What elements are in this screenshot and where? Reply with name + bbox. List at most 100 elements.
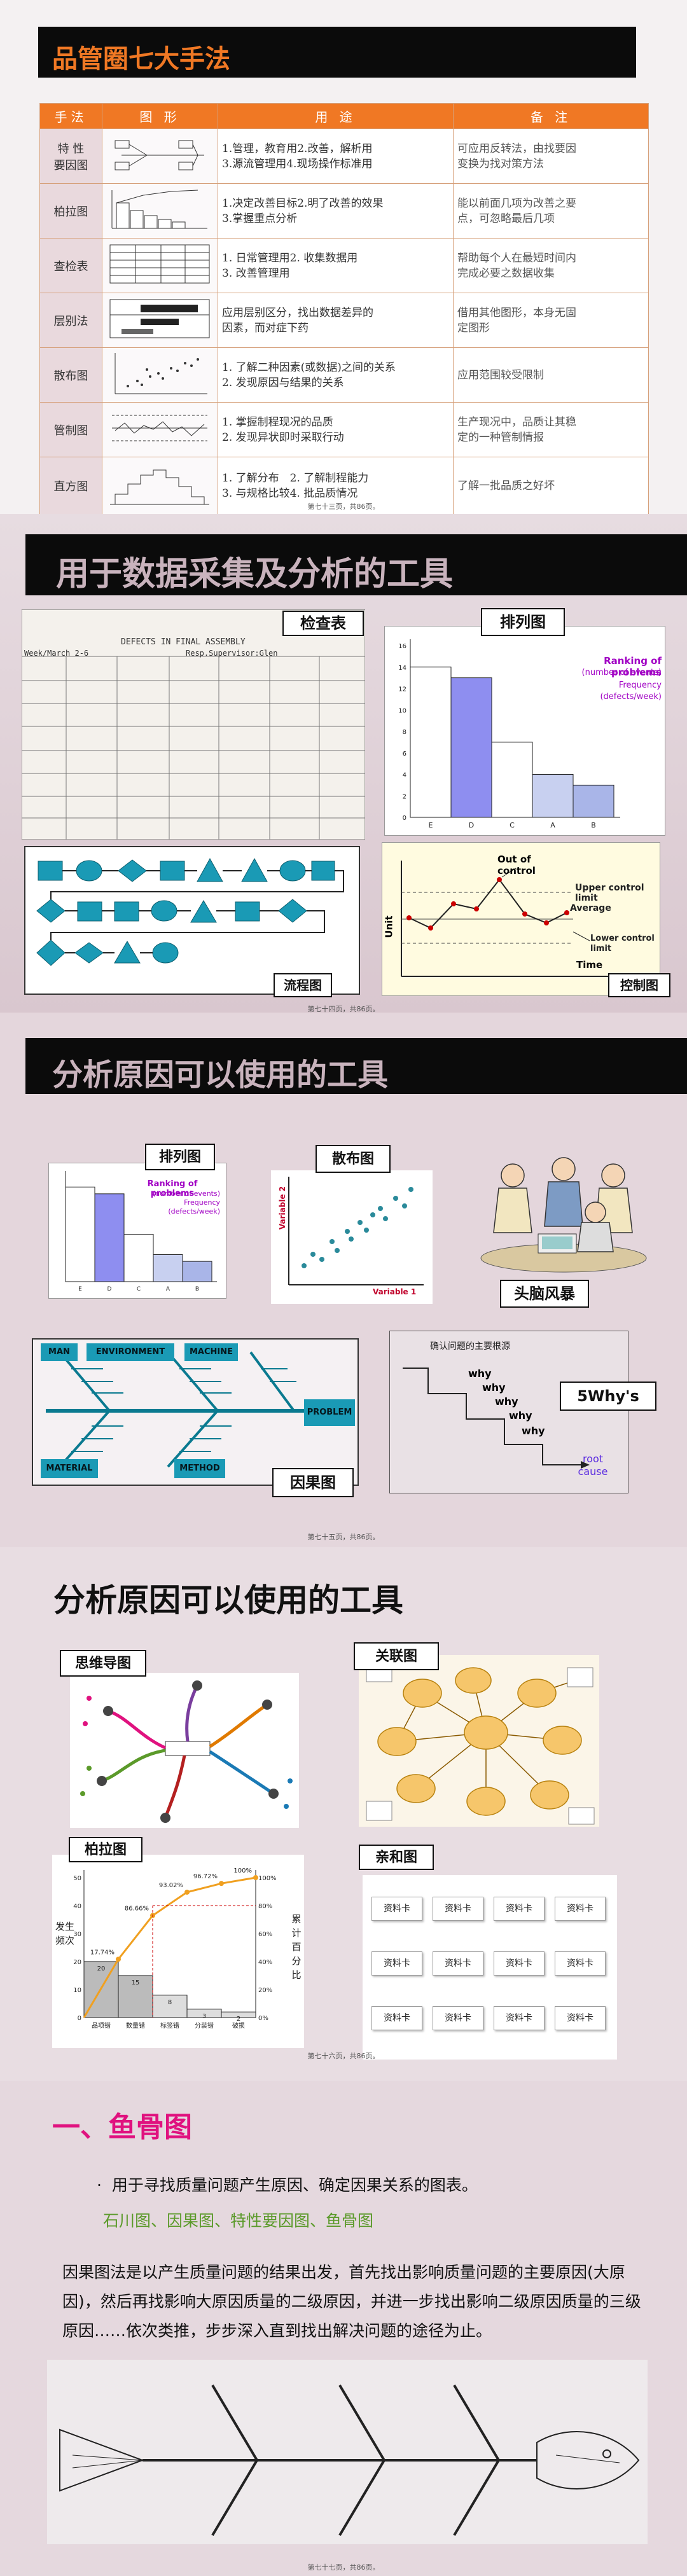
tool-note: 了解一批品质之好坏 bbox=[453, 457, 649, 514]
cumulative-label: 93.02% bbox=[159, 1882, 183, 1889]
scatter-point bbox=[402, 1203, 407, 1208]
tick-label: 6 bbox=[403, 751, 406, 758]
tool-diagram bbox=[102, 402, 218, 457]
pareto-bar bbox=[491, 742, 533, 818]
category-label: D bbox=[108, 1286, 112, 1292]
scatter-point bbox=[330, 1239, 335, 1244]
tool-name: 特 性 要因图 bbox=[39, 128, 102, 184]
tool-diagram bbox=[102, 457, 218, 514]
unit-label: Unit bbox=[383, 915, 395, 938]
tool-use: 1.决定改善目标2.明了改善的效果 3.掌握重点分析 bbox=[218, 183, 454, 239]
page-footer: 第七十三页，共86页。 bbox=[307, 502, 380, 511]
category-label: 破损 bbox=[232, 2021, 245, 2030]
fish-box-problem: PROBLEM bbox=[304, 1399, 355, 1426]
data-label: 8 bbox=[168, 1999, 172, 2006]
affinity-card: 资料卡 bbox=[371, 2006, 422, 2030]
col-header: 图 形 bbox=[102, 103, 218, 129]
why-2: why bbox=[482, 1381, 506, 1394]
bullet-content: 用于寻找质量问题产生原因、确定因果关系的图表。 bbox=[111, 2176, 478, 2194]
pareto-y-label: 发生频次 bbox=[55, 1921, 74, 1946]
tool-diagram bbox=[102, 128, 218, 184]
tool-diagram bbox=[102, 347, 218, 403]
category-label: B bbox=[591, 821, 596, 829]
scatter-point bbox=[349, 1236, 354, 1242]
affinity-card: 资料卡 bbox=[494, 1897, 545, 1921]
tool-note: 借用其他图形，本身无固 定图形 bbox=[453, 293, 649, 348]
tool-note: 可应用反转法，由找要因 变换为找对策方法 bbox=[453, 128, 649, 184]
scatter-point bbox=[335, 1248, 340, 1253]
pareto-caption-2: (number of events) bbox=[152, 1189, 220, 1198]
affinity-card: 资料卡 bbox=[555, 1897, 606, 1921]
scatter-point bbox=[357, 1220, 363, 1225]
relation-label: 关联图 bbox=[354, 1642, 439, 1670]
tool-diagram bbox=[102, 293, 218, 348]
why-4: why bbox=[509, 1409, 532, 1422]
category-label: E bbox=[78, 1286, 82, 1292]
cumulative-label: 96.72% bbox=[193, 1873, 218, 1880]
tick-label: 60% bbox=[258, 1931, 272, 1938]
fish-box-man: MAN bbox=[41, 1343, 78, 1361]
tool-diagram bbox=[102, 238, 218, 293]
cumulative-point bbox=[219, 1881, 224, 1887]
pareto-caption-1: Ranking of problems bbox=[604, 655, 662, 678]
col-header: 用 途 bbox=[218, 103, 454, 129]
category-label: 标签错 bbox=[160, 2021, 179, 2030]
cumulative-point bbox=[184, 1889, 190, 1895]
control-mini-icon bbox=[112, 415, 207, 441]
scatter-point bbox=[378, 1206, 383, 1211]
tool-use: 1. 掌握制程现况的品质 2. 发现异状即时采取行动 bbox=[218, 402, 454, 457]
table-row: 查检表 1. 日常管理用2. 收集数据用 3. 改善管理用 帮助每个人在最短时间… bbox=[39, 238, 649, 293]
tick-label: 40% bbox=[258, 1959, 272, 1966]
scatter-y-label: Variable 2 bbox=[278, 1186, 288, 1230]
pareto-bar bbox=[532, 774, 574, 818]
relation-svg bbox=[366, 1662, 595, 1825]
affinity-card: 资料卡 bbox=[371, 1897, 422, 1921]
scatter-x-label: Variable 1 bbox=[373, 1287, 417, 1296]
check-sheet-title: DEFECTS IN FINAL ASSEMBLY bbox=[121, 637, 246, 647]
category-label: E bbox=[429, 821, 433, 829]
avg-label: Average bbox=[570, 903, 611, 913]
page-footer: 第七十四页，共86页。 bbox=[307, 1005, 380, 1013]
check-sheet-week: Week/March 2-6 bbox=[24, 649, 89, 658]
scatter-mini-icon bbox=[114, 353, 207, 394]
mind-map-label: 思维导图 bbox=[60, 1650, 146, 1677]
tick-label: 20 bbox=[73, 1959, 81, 1966]
table-row: 特 性 要因图 1.管理，教育用2.改善，解析用 3.源流管理用4.现场操作标准… bbox=[39, 128, 649, 184]
data-label: 3 bbox=[202, 2013, 206, 2020]
tool-note: 应用范围较受限制 bbox=[453, 347, 649, 403]
affinity-card: 资料卡 bbox=[494, 2006, 545, 2030]
cumulative-label: 86.66% bbox=[125, 1906, 149, 1913]
scatter-point bbox=[302, 1263, 307, 1268]
check-sheet-label: 检查表 bbox=[282, 611, 364, 636]
col-header: 手法 bbox=[39, 103, 102, 129]
category-label: 数量错 bbox=[126, 2021, 145, 2030]
tool-note: 生产现况中，品质让其稳 定的一种管制情报 bbox=[453, 402, 649, 457]
fish-box-machine: MACHINE bbox=[184, 1343, 238, 1361]
pareto-mini-icon bbox=[111, 190, 207, 229]
pareto-bar bbox=[153, 1254, 183, 1282]
brainstorm-label: 头脑风暴 bbox=[500, 1280, 589, 1308]
pareto-bar bbox=[410, 667, 452, 818]
data-label: 15 bbox=[132, 1979, 140, 1986]
tick-label: 12 bbox=[398, 686, 406, 693]
category-label: 品项错 bbox=[92, 2021, 111, 2030]
data-label: 2 bbox=[237, 2016, 240, 2023]
check-sheet-mini-icon bbox=[109, 244, 210, 284]
title-bar bbox=[38, 27, 636, 78]
tool-use: 1. 日常管理用2. 收集数据用 3. 改善管理用 bbox=[218, 238, 454, 293]
cumulative-label: 17.74% bbox=[90, 1949, 114, 1956]
brainstorm-illustration bbox=[468, 1137, 653, 1277]
table-row: 管制图 1. 掌握制程现况的品质 2. 发现异状即时采取行动 生产现况中，品质让… bbox=[39, 402, 649, 457]
pareto-label: 排列图 bbox=[145, 1144, 215, 1170]
pareto-caption-1: Ranking of problems bbox=[147, 1179, 198, 1198]
tool-name: 查检表 bbox=[39, 238, 102, 293]
pareto-bar bbox=[118, 1975, 153, 2018]
fishbone-svg bbox=[46, 1351, 305, 1468]
aliases-text: 石川图、因果图、特性要因图、鱼骨图 bbox=[103, 2212, 374, 2230]
tick-label: 80% bbox=[258, 1903, 272, 1910]
affinity-label: 亲和图 bbox=[359, 1845, 434, 1870]
ucl-label: Upper control limit bbox=[575, 883, 644, 903]
tick-label: 2 bbox=[403, 793, 406, 800]
